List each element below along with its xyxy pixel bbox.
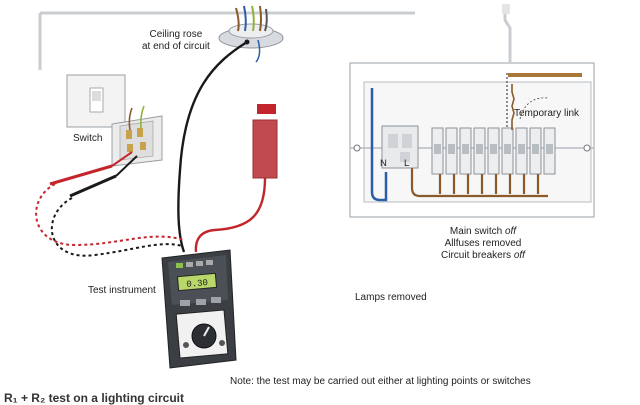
light-switch [66, 74, 126, 128]
line-tails-brown [410, 168, 548, 198]
test-instrument: 0.30 [161, 249, 237, 369]
temporary-link-label: Temporary link [514, 108, 580, 119]
breakers-note: Circuit breakers off [441, 250, 525, 261]
red-marker-sleeve [252, 119, 278, 179]
neutral-cable-blue [370, 88, 388, 202]
line-terminal-label: L [404, 158, 410, 169]
red-marker-sleeve-top [257, 104, 276, 114]
black-probe-lead [69, 174, 117, 198]
lamps-removed-label: Lamps removed [355, 292, 427, 303]
meter-display: 0.30 [186, 278, 208, 290]
temporary-link-wire [511, 84, 515, 130]
ceiling-rose-label: Ceiling rose at end of circuit [142, 29, 210, 52]
main-switch-note: Main switch off [449, 226, 517, 237]
switch-back-box [111, 105, 163, 167]
alt-red-lead-dotted [35, 183, 185, 247]
supply-cable-end [502, 4, 510, 14]
isolation-notes: Main switch off Allfuses removed Circuit… [408, 226, 558, 262]
neutral-terminal-label: N [380, 158, 387, 169]
test-instrument-label: Test instrument [88, 285, 156, 296]
fuses-note: Allfuses removed [444, 238, 522, 249]
consumer-unit [349, 62, 595, 218]
test-note: Note: the test may be carried out either… [230, 376, 531, 387]
black-test-lead-rose [177, 40, 248, 253]
figure-caption: R₁ + R₂ test on a lighting circuit [4, 391, 184, 405]
ceiling-rose [218, 5, 284, 63]
temporary-link-bar [508, 73, 582, 77]
supply-cable [503, 8, 512, 62]
switch-label: Switch [73, 133, 103, 144]
red-test-lead-meter [194, 177, 267, 253]
alt-black-lead-dotted [50, 197, 183, 257]
red-probe-lead [49, 164, 113, 186]
